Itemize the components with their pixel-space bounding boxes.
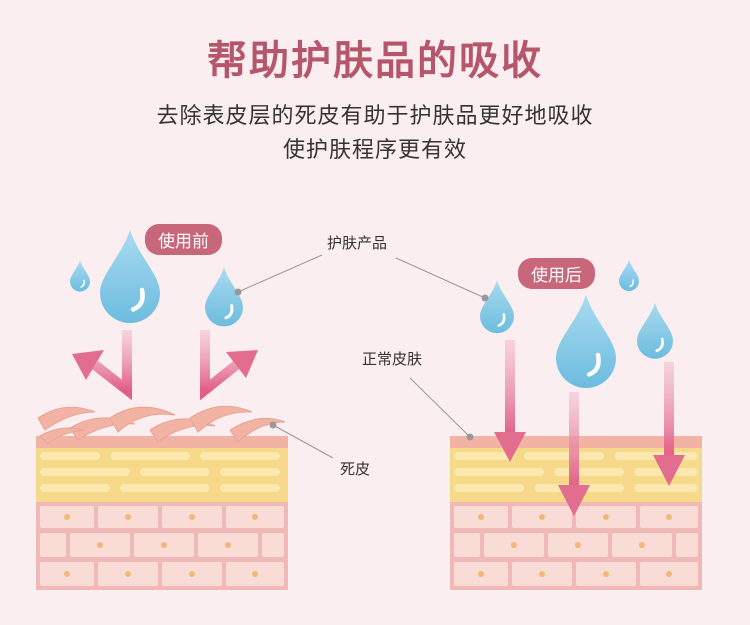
fat-streaks-left — [40, 452, 280, 492]
penetrate-arrow — [569, 392, 579, 487]
after-panel — [450, 259, 702, 590]
arrowhead-icon — [558, 485, 590, 516]
label-normal-skin: 正常皮肤 — [362, 350, 423, 368]
water-drop-icon — [70, 259, 90, 293]
skin-top-left — [36, 436, 288, 448]
label-dead-skin: 死皮 — [340, 460, 371, 478]
arrowhead-icon — [226, 350, 258, 378]
subtitle-line-2: 使护肤程序更有效 — [282, 138, 467, 163]
page-title: 帮助护肤品的吸收 — [207, 38, 543, 84]
water-drop-icon — [637, 301, 673, 360]
label-skincare-product: 护肤产品 — [327, 234, 388, 252]
water-drop-icon — [619, 259, 639, 292]
arrowhead-icon — [72, 350, 104, 380]
subtitle-line-1: 去除表皮层的死皮有助于护肤品更好地吸收 — [156, 104, 594, 129]
dead-skin-flakes — [37, 405, 286, 445]
callout-lines — [234, 254, 489, 459]
water-drop-icon — [480, 279, 514, 334]
bounce-arrow-right — [200, 330, 244, 401]
before-panel — [36, 230, 288, 590]
bounce-arrow-left — [91, 330, 132, 401]
penetrate-arrow — [664, 362, 674, 457]
before-badge: 使用前 — [145, 224, 222, 255]
after-badge: 使用后 — [518, 258, 595, 289]
penetrate-arrow — [505, 340, 515, 435]
water-drop-icon — [205, 265, 243, 327]
arrowhead-icon — [653, 455, 685, 486]
arrowhead-icon — [494, 432, 526, 462]
water-drop-icon — [556, 295, 616, 388]
